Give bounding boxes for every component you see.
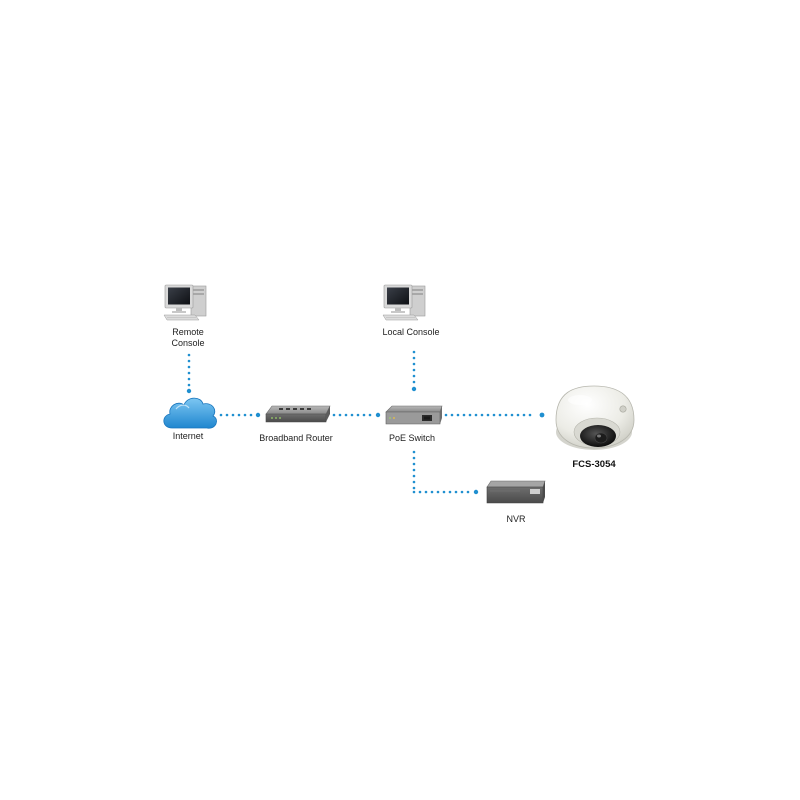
poe-switch-icon (385, 405, 443, 425)
broadband-router-icon (265, 405, 331, 423)
connector-internet-router (219, 412, 261, 418)
internet-label: Internet (172, 431, 204, 441)
connectors (186, 350, 545, 495)
internet-cloud-icon (163, 397, 217, 429)
poe-switch-label: PoE Switch (388, 433, 436, 443)
broadband-router-label: Broadband Router (259, 433, 333, 443)
remote-console-label-line1: Remote (172, 327, 204, 337)
camera-model-label: FCS-3054 (572, 459, 616, 470)
remote-console-label: Remote Console (158, 327, 218, 349)
connector-switch-camera (444, 412, 545, 418)
connector-local-console-switch (411, 350, 417, 392)
remote-console-label-line2: Console (171, 338, 205, 348)
dome-camera-icon (555, 385, 635, 450)
local-console-label: Local Console (382, 327, 440, 337)
connector-router-switch (332, 412, 381, 418)
nvr-box-icon (486, 480, 546, 504)
local-console-computer-icon (382, 284, 426, 321)
connector-remote-console-internet (186, 353, 192, 394)
connector-switch-nvr (412, 450, 479, 495)
remote-console-computer-icon (163, 284, 207, 321)
nvr-label: NVR (506, 514, 526, 524)
